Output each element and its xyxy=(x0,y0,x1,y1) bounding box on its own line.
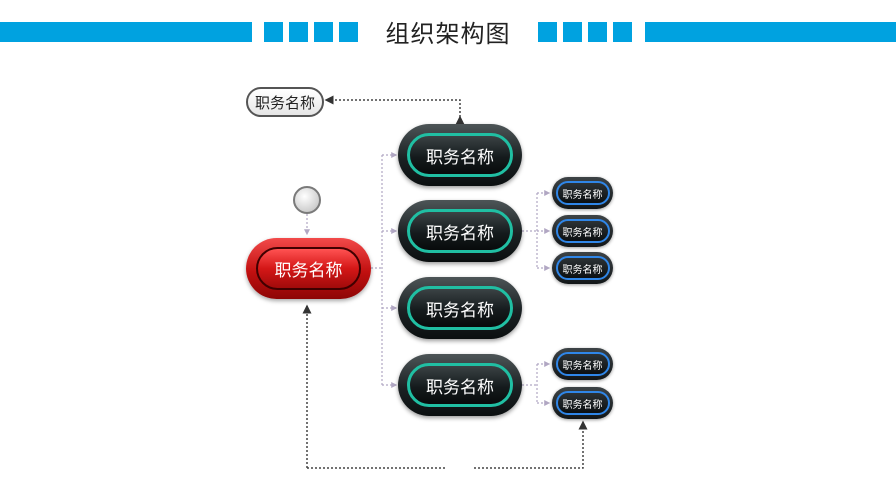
level2-node: 职务名称 xyxy=(398,354,522,416)
root-node: 职务名称 xyxy=(246,238,371,299)
level3-node-label: 职务名称 xyxy=(562,399,603,411)
header-square xyxy=(538,22,557,42)
level3-node: 职务名称 xyxy=(552,215,613,247)
level3-node: 职务名称 xyxy=(552,387,613,419)
level2-node: 职务名称 xyxy=(398,277,522,339)
connector-bottom-right xyxy=(474,420,588,469)
level2-node: 职务名称 xyxy=(398,124,522,186)
header-square xyxy=(563,22,582,42)
level3-node-label: 职务名称 xyxy=(562,227,603,239)
header-square xyxy=(289,22,308,42)
top-position-box: 职务名称 xyxy=(246,87,324,117)
connector-top xyxy=(324,95,465,125)
page-title: 组织架构图 xyxy=(385,20,511,48)
header-square xyxy=(264,22,283,42)
header-square xyxy=(613,22,632,42)
level2-node: 职务名称 xyxy=(398,200,522,262)
level2-node-label: 职务名称 xyxy=(426,377,494,398)
start-circle xyxy=(293,186,321,214)
root-node-label: 职务名称 xyxy=(274,261,343,281)
level3-node-label: 职务名称 xyxy=(562,360,603,372)
level3-node: 职务名称 xyxy=(552,348,613,380)
level2-node-label: 职务名称 xyxy=(426,147,494,168)
header-bar-left xyxy=(0,22,252,42)
level2-node-label: 职务名称 xyxy=(426,300,494,321)
level3-node: 职务名称 xyxy=(552,177,613,209)
header-square xyxy=(339,22,358,42)
header-square xyxy=(588,22,607,42)
top-position-label: 职务名称 xyxy=(254,93,315,112)
header-bar-right xyxy=(645,22,896,42)
level2-node-label: 职务名称 xyxy=(426,223,494,244)
level3-node-label: 职务名称 xyxy=(562,264,603,276)
header-square xyxy=(314,22,333,42)
level3-node-label: 职务名称 xyxy=(562,189,603,201)
level3-node: 职务名称 xyxy=(552,252,613,284)
